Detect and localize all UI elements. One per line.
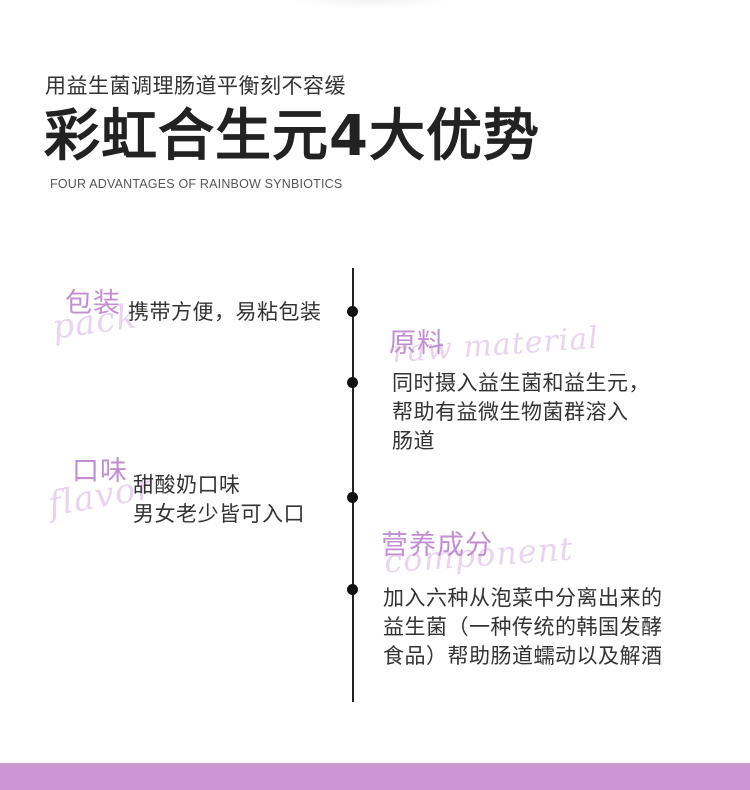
timeline-dot-component <box>347 584 358 595</box>
page-subtitle: 用益生菌调理肠道平衡刻不容缓 <box>45 74 346 98</box>
heading-component: 营养成分 <box>381 530 493 561</box>
heading-flavor: 口味 <box>72 456 128 487</box>
text-flavor: 甜酸奶口味 男女老少皆可入口 <box>133 473 305 526</box>
timeline-line <box>352 268 354 702</box>
text-pack: 携带方便，易粘包装 <box>128 300 322 324</box>
top-shadow <box>280 0 460 10</box>
bottom-band <box>0 763 750 790</box>
text-raw-material: 同时摄入益生菌和益生元， 帮助有益微生物菌群溶入 肠道 <box>392 371 650 453</box>
page-title: 彩虹合生元4大优势 <box>44 104 540 169</box>
page-title-english: FOUR ADVANTAGES OF RAINBOW SYNBIOTICS <box>50 177 343 191</box>
timeline-dot-flavor <box>347 492 358 503</box>
heading-raw-material: 原料 <box>389 328 445 359</box>
timeline-dot-raw-material <box>347 377 358 388</box>
timeline-dot-pack <box>347 306 358 317</box>
heading-pack: 包装 <box>65 288 121 319</box>
text-component: 加入六种从泡菜中分离出来的 益生菌（一种传统的韩国发酵 食品）帮助肠道蠕动以及解… <box>383 586 663 668</box>
